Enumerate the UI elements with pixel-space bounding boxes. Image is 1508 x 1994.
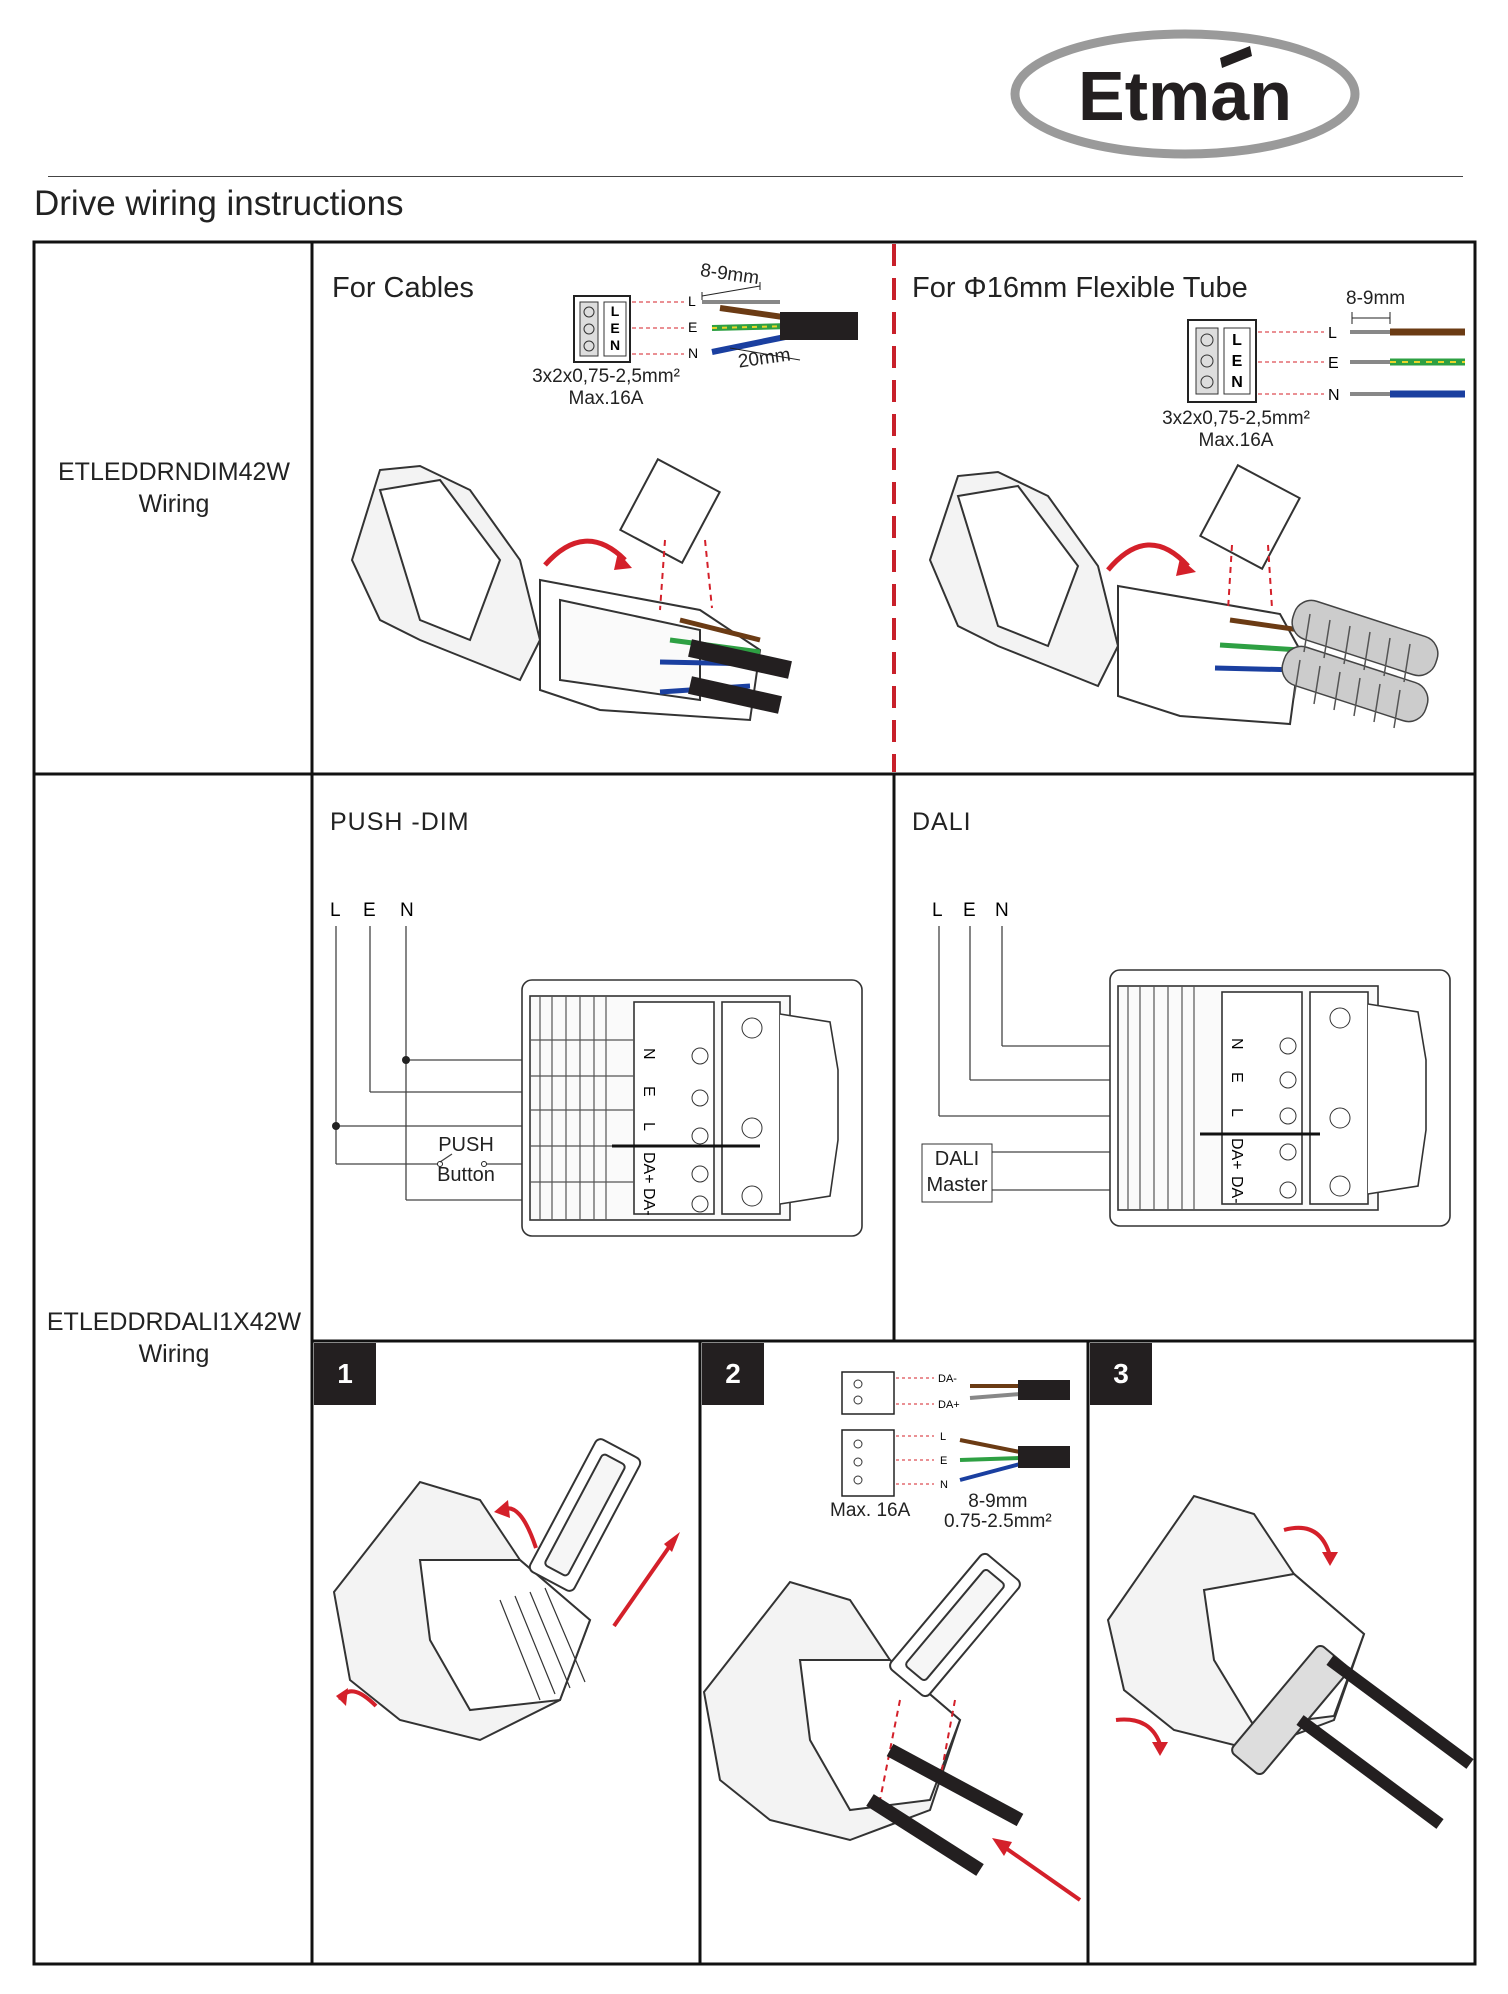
terminal-label: L [1232,332,1242,349]
cables-heading: For Cables [332,272,474,304]
driver-body [1109,969,1451,1227]
push-dim-heading: PUSH -DIM [330,808,470,836]
pin-label: DA- [640,1188,657,1216]
dali-master-line: DALI [934,1148,980,1170]
cross-section: 0.75-2.5mm² [944,1511,1052,1532]
wire-spec: 8-9mm 0.75-2.5mm² [944,1492,1052,1532]
step-number: 2 [702,1343,764,1405]
wire-label: N [688,345,698,361]
max-current: Max.16A [1198,430,1274,451]
strip-length: 8-9mm [1346,288,1406,309]
line-label: E [963,900,976,921]
terminal-label: E [940,1455,947,1467]
step-number: 1 [314,1343,376,1405]
brand-logo: Etman [1010,28,1360,160]
model-name: ETLEDDRDALI1X42W [46,1308,302,1336]
pin-label: DA- [1228,1176,1245,1204]
wire-label: N [1328,387,1340,404]
terminal-label: E [1232,353,1243,370]
pin-label: E [1228,1072,1245,1083]
push-button-line: PUSH [438,1134,494,1156]
line-label: L [932,900,943,921]
tube-heading: For Φ16mm Flexible Tube [912,272,1248,304]
terminal-label: N [610,337,620,353]
pin-label: DA+ [1228,1138,1245,1170]
brand-wordmark: Etman [1078,57,1292,135]
dali-heading: DALI [912,808,972,836]
wire-label: E [1328,355,1339,372]
pin-label: DA+ [640,1152,657,1184]
cross-section: 3x2x0,75-2,5mm² [532,366,680,387]
step-number: 3 [1090,1343,1152,1405]
strip-length: 8-9mm [968,1491,1028,1512]
terminal-label: DA+ [938,1399,960,1411]
page-title: Drive wiring instructions [34,184,404,223]
wire-label: L [1328,325,1337,342]
terminal-label: DA- [938,1373,957,1385]
pin-label: L [640,1122,657,1131]
terminal-label: L [611,303,620,319]
dali-master-label: DALI Master [922,1146,992,1198]
wire-label: L [688,293,696,309]
line-label: N [400,900,414,921]
line-label: E [363,900,376,921]
cables-spec: 3x2x0,75-2,5mm² Max.16A [506,366,706,410]
line-label: N [995,900,1009,921]
terminal-block-icon [573,295,631,363]
line-label: L [330,900,341,921]
pin-label: L [1228,1108,1245,1117]
model-caption: Wiring [138,490,210,518]
terminal-label: L [940,1431,946,1443]
pin-label: N [640,1048,657,1060]
row-label-dali: ETLEDDRDALI1X42W Wiring [38,1306,310,1370]
terminal-label: E [610,320,619,336]
pin-label: N [1228,1038,1245,1050]
terminal-block-icon [1187,319,1257,403]
terminal-label: N [940,1479,948,1491]
max-current: Max. 16A [830,1500,911,1521]
model-name: ETLEDDRNDIM42W [58,458,290,486]
push-button-label: PUSH Button [436,1130,496,1190]
cable-sheath [780,312,858,340]
terminal-label: N [1231,374,1243,391]
row-label-dim: ETLEDDRNDIM42W Wiring [40,456,308,520]
max-current: Max.16A [568,388,644,409]
wire-label: E [688,319,697,335]
push-button-line: Button [437,1164,495,1186]
model-caption: Wiring [138,1340,210,1368]
tube-spec: 3x2x0,75-2,5mm² Max.16A [1136,408,1336,452]
dali-master-line: Master [926,1174,988,1196]
cross-section: 3x2x0,75-2,5mm² [1162,408,1310,429]
pin-label: E [640,1086,657,1097]
header-rule [48,176,1463,177]
